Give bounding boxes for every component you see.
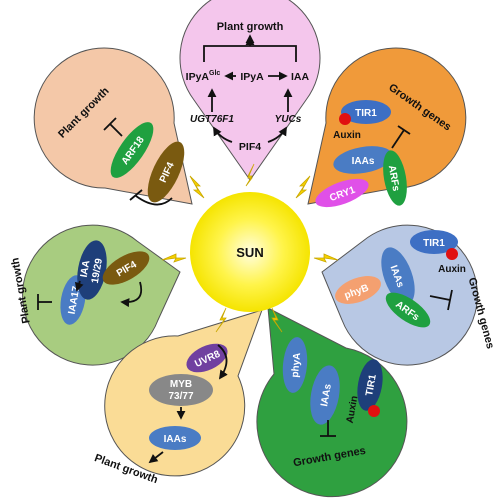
topright-auxin-dot — [339, 113, 351, 125]
ray-top-right — [295, 175, 311, 199]
bottomright-tir1: TIR1 — [364, 373, 379, 397]
bottomright-auxin-dot — [368, 405, 380, 417]
topright-arfs: ARFs — [386, 164, 401, 192]
petal-top: Plant growth IPyAGlc IPyA IAA UGT76F1 YU… — [179, 0, 321, 181]
bottomleft-arrow-to-growth — [148, 451, 164, 464]
topright-inhibit-line — [391, 129, 405, 149]
bottomright-iaas: IAAs — [319, 383, 334, 408]
top-yucs: YUCs — [275, 114, 302, 125]
petal-bottom-right: phyA IAAs TIR1 Auxin Growth genes — [256, 307, 408, 498]
topleft-pif4-protein — [147, 141, 185, 203]
ray-left — [161, 253, 187, 263]
bottomleft-uvr8-protein — [186, 343, 228, 373]
petal-top-left: Plant growth ARF18 PIF4 — [33, 47, 193, 206]
left-iaa1929-b: 19/29 — [90, 257, 105, 284]
top-ipya-glc: IPyAGlc — [186, 70, 221, 83]
bottomright-phya: phyA — [290, 352, 303, 378]
bottomright-tir1-protein — [357, 359, 383, 411]
petal-left: Plant growth IAA17 IAA 19/29 PIF4 — [9, 224, 181, 366]
ray-bottom-left — [215, 307, 227, 333]
topright-inhibit-bar — [397, 125, 411, 135]
topright-auxin: Auxin — [333, 130, 361, 141]
topright-cry1-protein — [315, 178, 369, 208]
top-iaa: IAA — [291, 71, 310, 83]
bottomleft-iaas: IAAs — [164, 434, 187, 445]
petal-top-shape — [179, 0, 321, 181]
ray-top — [245, 163, 255, 187]
right-iaas-protein — [381, 247, 415, 305]
petal-top-right: TIR1 Auxin Growth genes IAAs ARFs CRY1 — [307, 47, 467, 208]
topright-tir1: TIR1 — [355, 108, 377, 119]
top-title: Plant growth — [217, 21, 284, 33]
topright-tir1-protein — [341, 100, 391, 124]
topleft-inhibit-line — [109, 123, 123, 137]
top-arrow-pif-yucs — [267, 126, 287, 143]
topright-iaas: IAAs — [352, 156, 375, 167]
petal-right: TIR1 Auxin Growth genes phyB IAAs ARFs — [321, 224, 496, 366]
right-inhibit-bar — [447, 289, 453, 311]
top-pif4: PIF4 — [239, 141, 261, 153]
left-feedback-arrow — [120, 281, 143, 308]
topright-iaas-protein — [333, 146, 393, 174]
ray-top-left — [189, 175, 205, 199]
topright-arfs-protein — [383, 150, 407, 206]
right-inhibit-line — [429, 295, 451, 301]
ray-right — [313, 253, 339, 263]
bottomleft-myb-protein — [149, 374, 213, 406]
bottomright-iaas-protein — [310, 365, 340, 425]
top-ugt: UGT76F1 — [190, 114, 234, 125]
left-iaa1929-protein — [77, 240, 107, 300]
bottomleft-iaas-protein — [149, 426, 201, 450]
right-auxin: Auxin — [438, 264, 466, 275]
sun-label: SUN — [236, 245, 263, 260]
top-arrow-pif-ugt — [213, 126, 233, 143]
top-ipya: IPyA — [240, 71, 264, 83]
bottomright-phya-protein — [282, 337, 308, 393]
sun-disc — [190, 192, 310, 312]
topleft-feedback-curve — [135, 195, 173, 206]
right-tir1-protein — [410, 230, 458, 254]
sun-group: SUN — [161, 163, 339, 333]
left-iaa17: IAA17 — [67, 285, 83, 315]
right-tir1: TIR1 — [423, 238, 445, 249]
ray-bottom-right — [271, 307, 283, 333]
bottomright-auxin: Auxin — [345, 395, 361, 424]
sun-rays — [161, 163, 339, 333]
bottomleft-myb-b: 73/77 — [168, 391, 193, 402]
left-iaa1929-a: IAA — [79, 259, 93, 278]
left-pif4-protein — [102, 251, 150, 285]
topleft-arf18-protein — [110, 122, 154, 178]
right-arfs-protein — [385, 292, 431, 328]
bottomleft-feedback-arrow — [217, 344, 228, 380]
topleft-inhibit-bar — [103, 117, 117, 131]
right-auxin-dot — [446, 248, 458, 260]
bottomleft-myb-a: MYB — [170, 379, 192, 390]
left-arrow-to-iaa17 — [75, 280, 84, 292]
topleft-feedback-bar — [129, 189, 143, 201]
right-phyb-protein — [335, 276, 381, 304]
